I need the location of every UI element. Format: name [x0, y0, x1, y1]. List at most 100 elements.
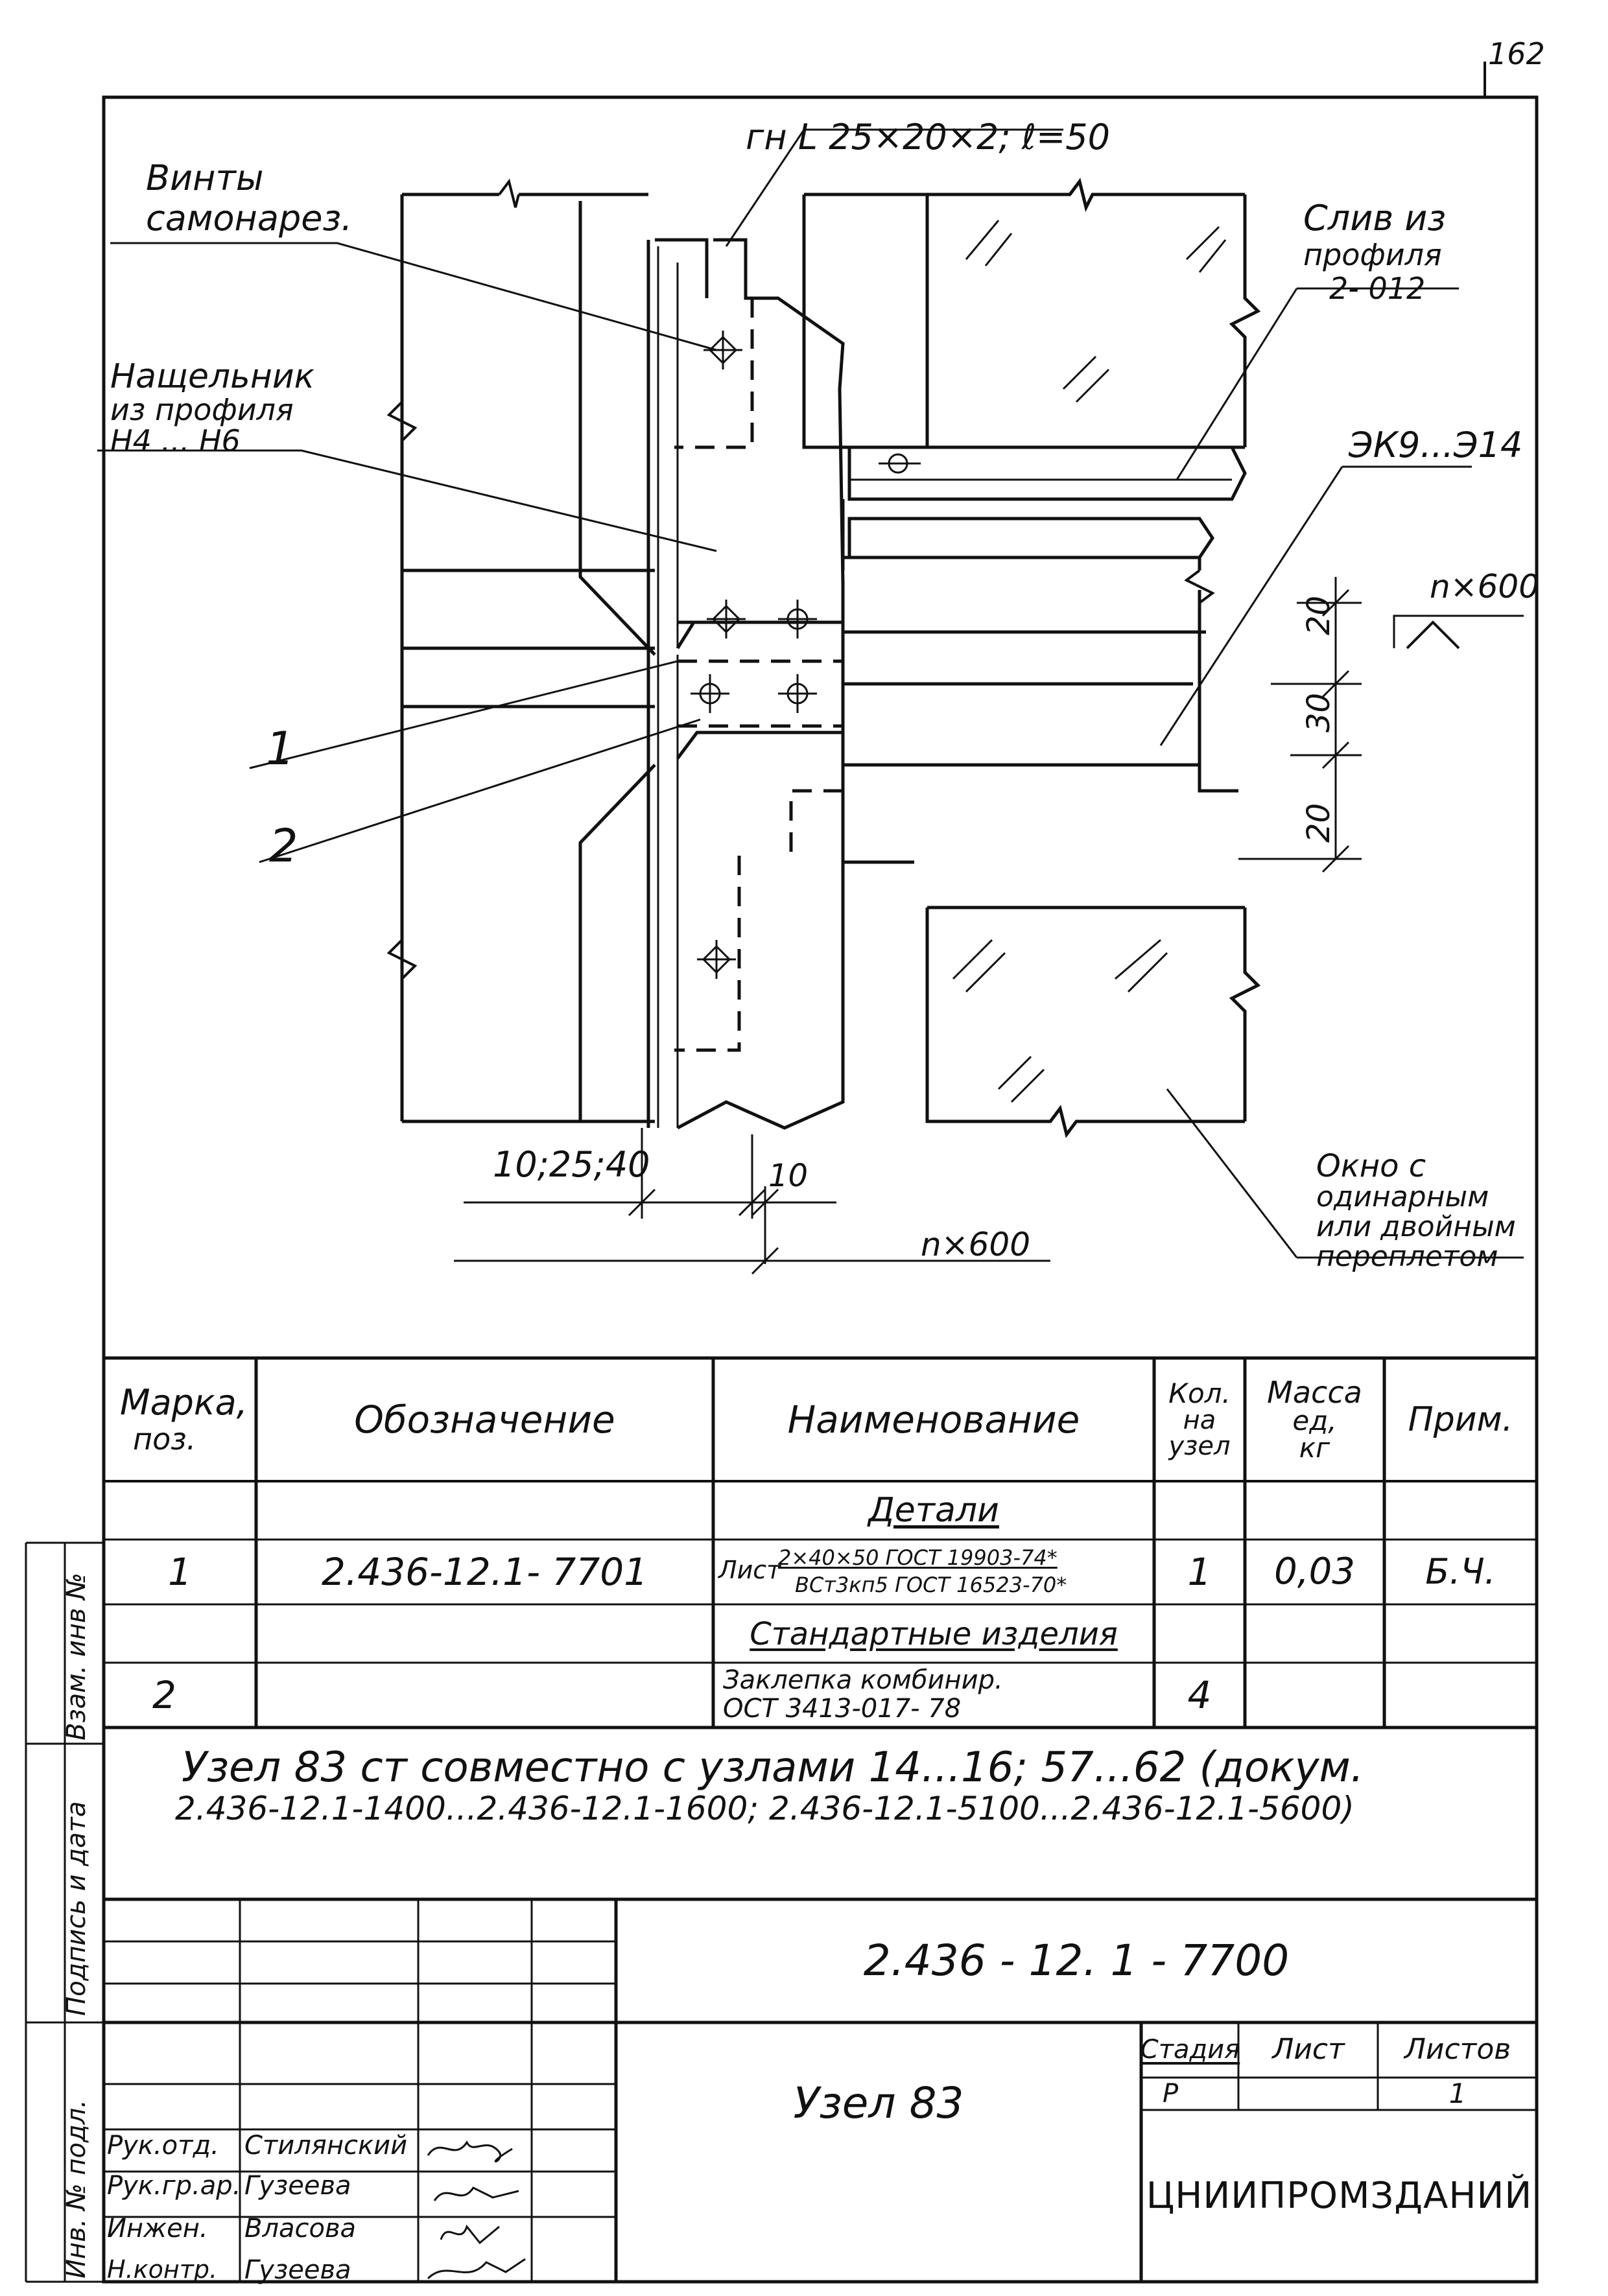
callout-okno-line3: или двойным [1316, 1210, 1516, 1243]
sheets-label: Листов [1380, 2024, 1535, 2076]
row1-pos-text: 1 [168, 1550, 192, 1594]
callout-vinty-line2: самонарез. [146, 198, 353, 239]
callout-slive-line3: 2- 012 [1329, 271, 1426, 306]
drawing-name: Узел 83 [619, 2026, 1138, 2278]
row2-kol-text: 4 [1187, 1673, 1212, 1717]
row2-pos: 2 [107, 1666, 298, 1724]
row1-naim-b: 2×40×50 ГОСТ 19903-74* [778, 1545, 1058, 1570]
th-massa: Масса ед, кг [1248, 1361, 1381, 1478]
section-details: Детали [716, 1484, 1151, 1536]
side-label-podpis: Подпись и дата [62, 1801, 91, 2016]
fastener-markers [691, 331, 921, 979]
row1-naim-a: Лист [718, 1556, 781, 1584]
panel-ek [841, 556, 1238, 864]
callout-okno-line4: переплетом [1316, 1240, 1498, 1273]
th-marka-line2: поз. [133, 1422, 196, 1457]
doc-code: 2.436 - 12. 1 - 7700 [619, 1903, 1533, 2019]
callout-slive-line1: Слив из [1303, 198, 1447, 239]
leader-lines [97, 128, 1524, 1259]
th-kol-line2: на [1183, 1405, 1216, 1435]
stage-value-text: Р [1163, 2079, 1179, 2109]
row1-massa: 0,03 [1248, 1543, 1381, 1601]
row1-kol: 1 [1157, 1543, 1242, 1601]
name-3: Власова [244, 2214, 357, 2243]
sheet-label: Лист [1240, 2024, 1377, 2076]
section-details-text: Детали [868, 1491, 999, 1530]
drawing-name-text: Узел 83 [793, 2078, 964, 2128]
callout-okno: Окно с одинарным или двойным переплетом [1316, 1151, 1516, 1271]
row1-massa-text: 0,03 [1274, 1551, 1355, 1593]
side-label-inv: Инв. № подл. [62, 2100, 91, 2278]
name-1: Стилянский [244, 2131, 408, 2161]
callout-okno-line1: Окно с [1316, 1148, 1426, 1184]
callout-okno-line2: одинарным [1316, 1180, 1489, 1213]
th-prim-text: Прим. [1408, 1400, 1513, 1439]
signature-marks [427, 2140, 526, 2280]
callout-ek: ЭК9...Э14 [1349, 425, 1523, 465]
th-kol-line1: Кол. [1168, 1377, 1231, 1409]
role-1: Рук.отд. [107, 2131, 219, 2161]
organization-text: ЦНИИПРОМЗДАНИЙ [1146, 2175, 1533, 2217]
role-3: Инжен. [107, 2214, 208, 2243]
th-marka: Марка, поз. [107, 1361, 266, 1478]
dim-10: 10 [768, 1158, 809, 1194]
row1-prim-text: Б.Ч. [1425, 1551, 1496, 1592]
row2-naim-a: Заклепка комбинир. [723, 1665, 1003, 1695]
th-prim: Прим. [1388, 1361, 1533, 1478]
row2-naim: Заклепка комбинир. ОСТ 3413-017- 78 [723, 1667, 1151, 1724]
sheets-value-text: 1 [1448, 2078, 1467, 2109]
dimension-lines [454, 577, 1524, 1275]
note-line1: Узел 83 ст совместно с узлами 14...16; 5… [182, 1744, 1364, 1792]
window-lower [925, 906, 1261, 1138]
callout-pos2: 2 [269, 819, 298, 873]
callout-slive-line2: профиля [1303, 237, 1442, 272]
row1-pos: 1 [107, 1543, 253, 1601]
side-label-vzam: Взам. инв № [62, 1573, 91, 1740]
stage-label-text: Стадия [1140, 2035, 1240, 2065]
role-4: Н.контр. [107, 2255, 218, 2284]
role-2: Рук.гр.ар. [107, 2171, 241, 2201]
callout-vinty: Винты самонарез. [146, 161, 352, 236]
dim-left: 10;25;40 [493, 1144, 650, 1185]
callout-nashchelnik-line3: Н4 ... Н6 [110, 423, 241, 458]
stage-label: Стадия [1140, 2024, 1240, 2076]
section-standard: Стандартные изделия [716, 1606, 1151, 1661]
th-naim-text: Наименование [787, 1398, 1080, 1442]
dim-n600-right: n×600 [1430, 568, 1540, 605]
th-kol: Кол. на узел [1157, 1361, 1242, 1478]
row1-oboz-text: 2.436-12.1- 7701 [321, 1550, 648, 1594]
note-line2: 2.436-12.1-1400...2.436-12.1-1600; 2.436… [175, 1790, 1354, 1827]
general-note: Узел 83 ст совместно с узлами 14...16; 5… [175, 1744, 1364, 1825]
name-4: Гузеева [244, 2255, 351, 2285]
section-standard-text: Стандартные изделия [750, 1615, 1118, 1652]
window-upper [802, 178, 1261, 449]
stage-value: Р [1143, 2078, 1257, 2110]
callout-nashchelnik: Нащельник из профиля Н4 ... Н6 [110, 360, 314, 456]
wall-left [386, 178, 656, 1123]
organization: ЦНИИПРОМЗДАНИЙ [1143, 2113, 1535, 2278]
callout-nashchelnik-line2: из профиля [110, 392, 294, 427]
th-kol-line3: узел [1168, 1431, 1231, 1461]
th-naim: Наименование [716, 1361, 1151, 1478]
name-2: Гузеева [244, 2171, 351, 2201]
th-massa-line2: ед, [1292, 1405, 1337, 1436]
row1-oboz: 2.436-12.1- 7701 [259, 1543, 710, 1601]
sill-profile [841, 445, 1247, 570]
sheets-value: 1 [1380, 2078, 1535, 2110]
row1-naim-c: ВСт3кп5 ГОСТ 16523-70* [795, 1573, 1067, 1597]
callout-vinty-line1: Винты [146, 158, 264, 198]
sheet-number: 162 [1488, 39, 1545, 69]
th-oboz: Обозначение [259, 1361, 710, 1478]
sheet-number-text: 162 [1488, 36, 1545, 71]
row2-kol: 4 [1157, 1666, 1242, 1724]
row2-pos-text: 2 [152, 1673, 176, 1717]
callout-angle: гн L 25×20×2; ℓ=50 [746, 117, 1110, 158]
callout-nashchelnik-line1: Нащельник [110, 357, 315, 396]
row1-prim: Б.Ч. [1388, 1543, 1533, 1601]
row1-kol-text: 1 [1187, 1550, 1212, 1594]
row1-naim: Лист 2×40×50 ГОСТ 19903-74* ВСт3кп5 ГОСТ… [718, 1546, 1152, 1601]
row2-naim-b: ОСТ 3413-017- 78 [723, 1694, 962, 1724]
dim-n600-bottom: n×600 [921, 1226, 1031, 1263]
